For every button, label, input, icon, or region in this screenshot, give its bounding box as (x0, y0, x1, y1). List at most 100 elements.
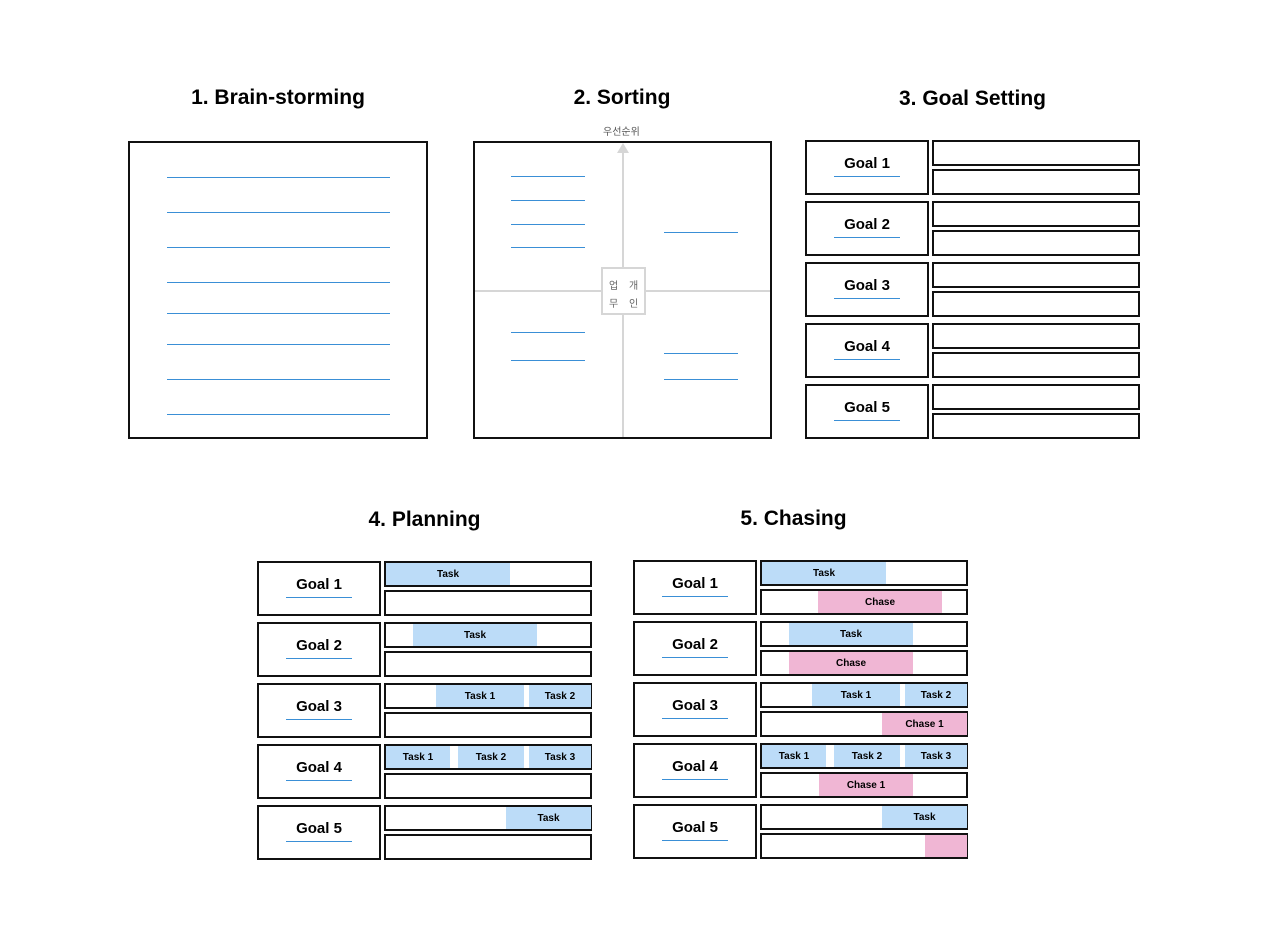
goal-underline (662, 779, 728, 780)
goal-card: Goal 1 (257, 561, 381, 616)
quadrant-char: 무 (609, 299, 619, 310)
goal-underline (834, 298, 900, 299)
goal-label: Goal 3 (844, 277, 890, 294)
quadrant-char: 업 (609, 281, 619, 292)
goal-underline (286, 841, 352, 842)
axis-arrow-icon (617, 143, 629, 153)
goal-label: Goal 1 (672, 575, 718, 592)
note-line (167, 247, 390, 248)
goal-underline (834, 420, 900, 421)
task-bar: Task (413, 624, 537, 646)
task-slot (932, 262, 1140, 288)
goal-card: Goal 5 (633, 804, 757, 859)
detail-slot (932, 169, 1140, 195)
task-bar: Task (789, 623, 913, 645)
sort-line (664, 232, 738, 233)
goal-card: Goal 3 (633, 682, 757, 737)
detail-slot (384, 712, 592, 738)
goal-setting-title: 3. Goal Setting (898, 87, 1047, 110)
chase-bar: Chase 1 (882, 713, 967, 735)
note-line (167, 313, 390, 314)
goal-underline (662, 657, 728, 658)
goal-label: Goal 5 (296, 820, 342, 837)
task-bar: Task (762, 562, 886, 584)
priority-axis-label: 우선순위 (603, 127, 640, 138)
goal-label: Goal 2 (844, 216, 890, 233)
detail-slot (932, 291, 1140, 317)
sorting-panel: 업 개 무 인 (473, 141, 772, 439)
note-line (167, 379, 390, 380)
sort-line (511, 200, 585, 201)
goal-label: Goal 5 (844, 399, 890, 416)
goal-card: Goal 4 (805, 323, 929, 378)
task-slot: Task (384, 561, 592, 587)
task-bar: Task 1 (386, 746, 450, 768)
task-slot: Task (384, 805, 592, 831)
goal-label: Goal 4 (296, 759, 342, 776)
detail-slot (384, 773, 592, 799)
detail-slot (932, 230, 1140, 256)
goal-card: Goal 1 (633, 560, 757, 615)
task-slot: Task (760, 560, 968, 586)
goal-label: Goal 2 (672, 636, 718, 653)
goal-card: Goal 2 (633, 621, 757, 676)
sort-line (511, 176, 585, 177)
planning-title: 4. Planning (368, 508, 481, 531)
sort-line (511, 247, 585, 248)
goal-underline (834, 359, 900, 360)
task-bar: Task 1 (812, 684, 900, 706)
goal-card: Goal 4 (633, 743, 757, 798)
sort-line (511, 360, 585, 361)
task-bar: Task (386, 563, 510, 585)
task-bar: Task 2 (905, 684, 967, 706)
goal-underline (662, 718, 728, 719)
task-slot (932, 140, 1140, 166)
goal-underline (286, 719, 352, 720)
task-bar: Task 1 (762, 745, 826, 767)
sorting-title: 2. Sorting (573, 86, 671, 109)
detail-slot: Chase (760, 589, 968, 615)
quadrant-char: 개 (629, 281, 639, 292)
task-slot: Task (760, 804, 968, 830)
goal-card: Goal 3 (257, 683, 381, 738)
sort-line (511, 332, 585, 333)
goal-label: Goal 4 (672, 758, 718, 775)
note-line (167, 282, 390, 283)
note-line (167, 177, 390, 178)
goal-card: Goal 4 (257, 744, 381, 799)
sort-line (664, 379, 738, 380)
task-bar: Task (506, 807, 591, 829)
task-bar: Task 3 (529, 746, 591, 768)
goal-label: Goal 1 (844, 155, 890, 172)
note-line (167, 414, 390, 415)
goal-label: Goal 4 (844, 338, 890, 355)
detail-slot (384, 651, 592, 677)
task-slot (932, 384, 1140, 410)
goal-underline (286, 658, 352, 659)
brainstorm-panel (128, 141, 428, 439)
task-bar: Task 3 (905, 745, 967, 767)
goal-underline (662, 840, 728, 841)
goal-card: Goal 3 (805, 262, 929, 317)
detail-slot: Chase 1 (760, 772, 968, 798)
chase-bar: Chase 1 (819, 774, 913, 796)
task-bar: Task 2 (458, 746, 524, 768)
goal-card: Goal 2 (805, 201, 929, 256)
note-line (167, 344, 390, 345)
goal-label: Goal 2 (296, 637, 342, 654)
sort-line (664, 353, 738, 354)
sort-line (511, 224, 585, 225)
goal-underline (286, 597, 352, 598)
detail-slot: Chase (760, 650, 968, 676)
goal-underline (834, 176, 900, 177)
task-bar: Task (882, 806, 967, 828)
detail-slot (384, 590, 592, 616)
goal-label: Goal 3 (296, 698, 342, 715)
detail-slot (932, 352, 1140, 378)
chase-bar: Chase (789, 652, 913, 674)
task-slot (932, 323, 1140, 349)
